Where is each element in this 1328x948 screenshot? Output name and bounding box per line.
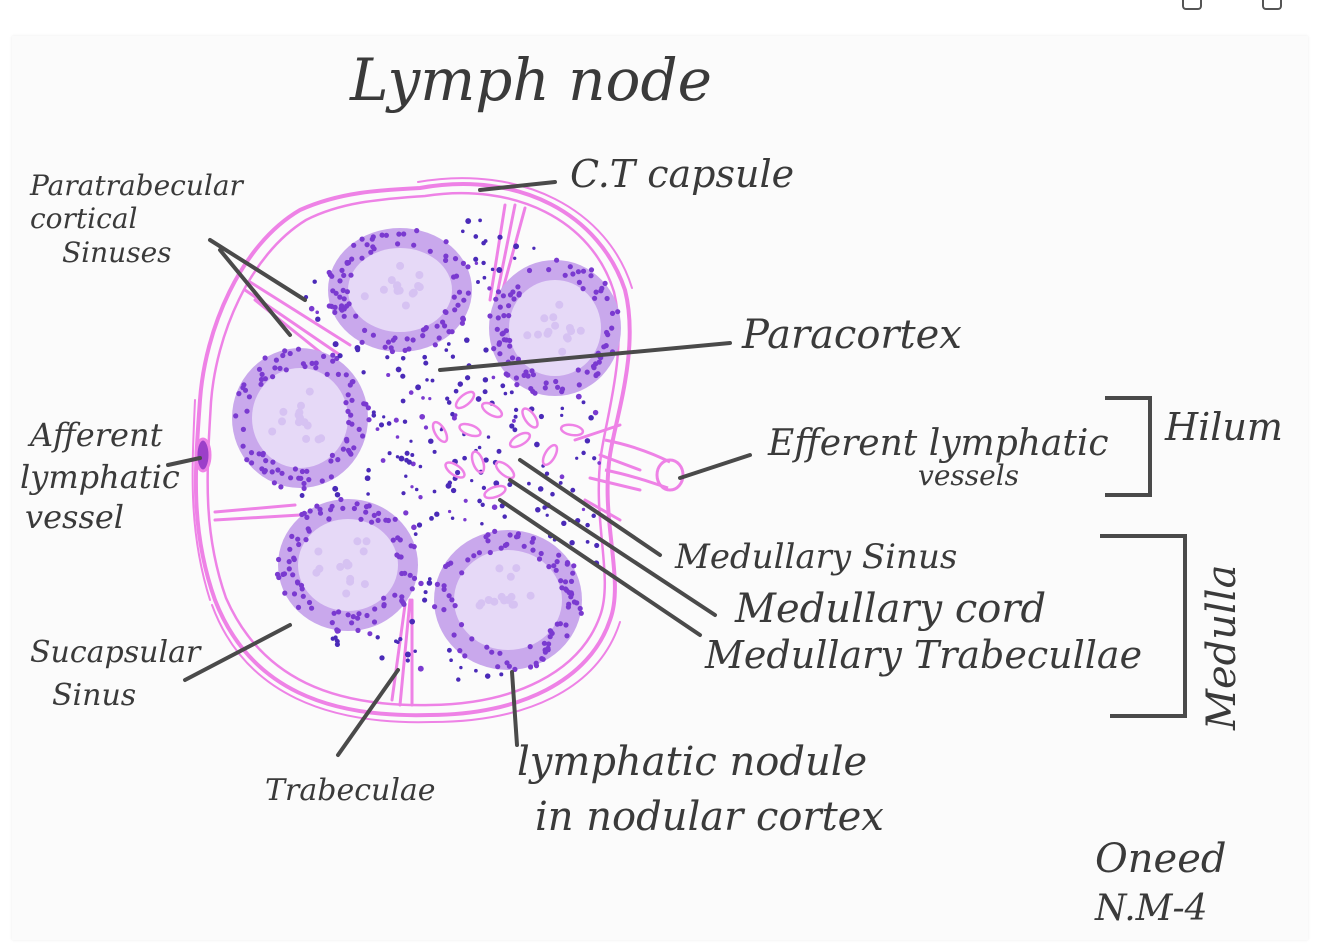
label-afferent-line3: vessel: [25, 498, 124, 536]
label-nodule-line2: in nodular cortex: [535, 794, 884, 840]
signature: Oneed N.M-4: [1094, 836, 1227, 929]
label-efferent-line1: Efferent lymphatic: [767, 423, 1109, 464]
leader-lines: [166, 180, 752, 757]
efferent-vessels-shape: [604, 438, 685, 492]
label-hilum: Hilum: [1164, 405, 1283, 449]
label-ct-capsule: C.T capsule: [570, 152, 794, 196]
label-afferent-line2: lymphatic: [20, 458, 180, 496]
drawing-canvas: Lymph node: [12, 36, 1308, 940]
label-subcapsular-line1: Sucapsular: [30, 635, 202, 670]
medulla-bracket: [1100, 534, 1187, 718]
label-paratrabecular-line3: Sinuses: [62, 236, 172, 269]
label-paratrabecular-line2: cortical: [30, 202, 137, 235]
label-efferent-line2: vessels: [918, 459, 1019, 492]
label-medullary-trabeculae: Medullary Trabecullae: [704, 633, 1142, 677]
window-control-icon[interactable]: [1182, 0, 1202, 10]
diagram-title: Lymph node: [349, 46, 712, 114]
label-paracortex: Paracortex: [741, 312, 962, 358]
label-medullary-sinus: Medullary Sinus: [674, 537, 957, 577]
label-medulla: Medulla: [1199, 565, 1245, 731]
afferent-vessel-shape: [194, 437, 212, 473]
label-afferent-line1: Afferent: [27, 416, 163, 454]
lymphatic-nodules: [232, 228, 621, 673]
medullary-sinus-shapes: [431, 390, 585, 500]
hilum-bracket: [1105, 396, 1152, 497]
label-nodule-line1: lymphatic nodule: [517, 739, 867, 785]
label-trabeculae: Trabeculae: [265, 773, 436, 808]
window-control-icon[interactable]: [1262, 0, 1282, 10]
signature-code: N.M-4: [1094, 888, 1208, 929]
window-top-strip: [0, 0, 1328, 36]
lymph-node: [191, 177, 685, 724]
signature-name: Oneed: [1095, 836, 1227, 882]
label-paratrabecular-line1: Paratrabecular: [29, 169, 245, 202]
label-subcapsular-line2: Sinus: [52, 678, 136, 713]
labels: C.T capsule Paratrabecular cortical Sinu…: [20, 152, 1283, 840]
lymph-node-diagram: Lymph node: [20, 46, 1283, 929]
label-medullary-cord: Medullary cord: [734, 586, 1046, 632]
